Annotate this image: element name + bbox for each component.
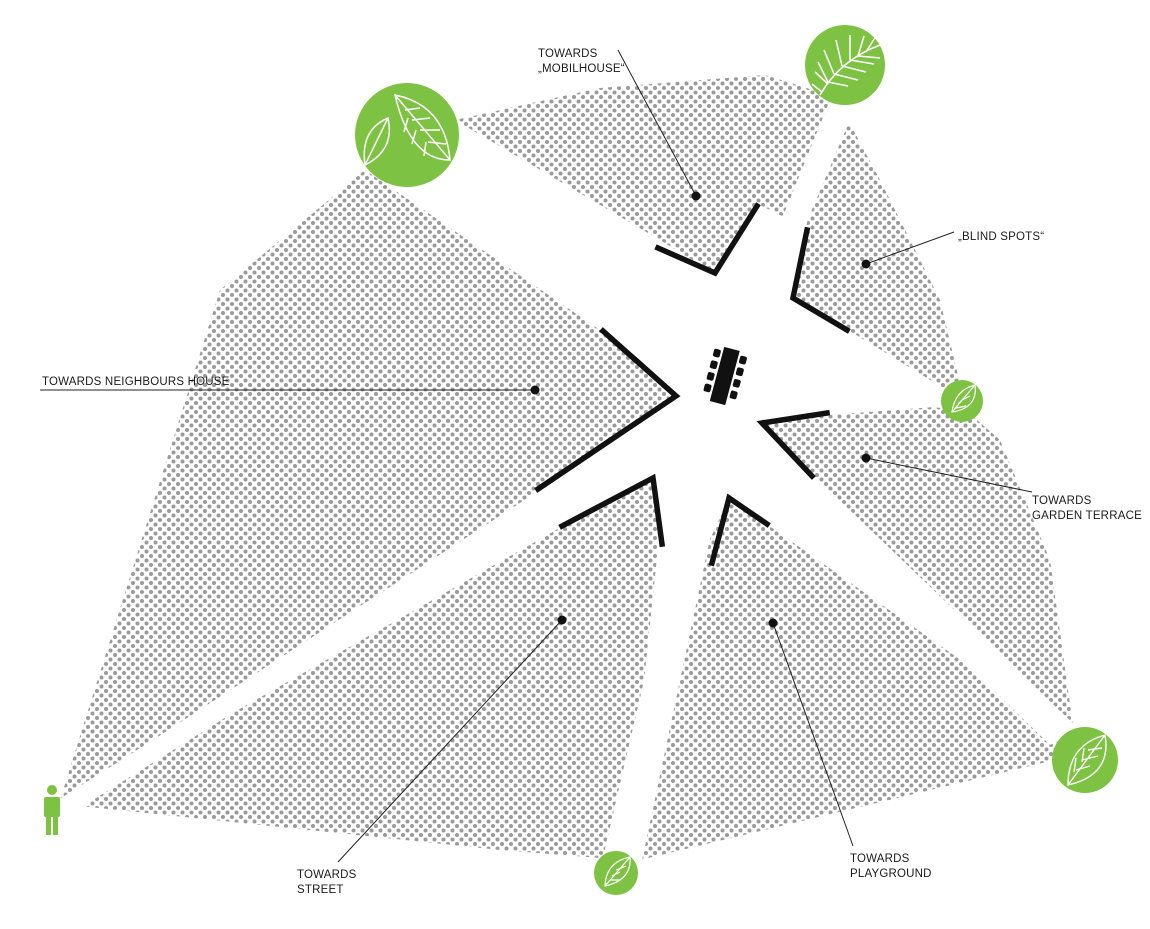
sightlines: [50, 100, 1080, 870]
label-line: STREET: [297, 884, 344, 896]
leaf-icon: [951, 384, 976, 413]
label-towards-playground: TOWARDS PLAYGROUND: [850, 852, 932, 882]
leader-garden: [865, 457, 1033, 493]
palm-leaf-icon: [811, 35, 881, 96]
wall-bottom-right: [708, 493, 771, 567]
label-towards-garden-terrace: TOWARDS GARDEN TERRACE: [1032, 494, 1142, 524]
leaf-icon: [1067, 734, 1107, 786]
leader-dots: [530, 191, 871, 628]
leader-street: [337, 619, 563, 863]
tree-small: [941, 380, 983, 422]
dining-table-icon: [703, 346, 747, 406]
label-blind-spots: „BLIND SPOTS“: [958, 230, 1044, 245]
leader-mobilhouse: [617, 49, 697, 197]
wall-top: [654, 202, 761, 277]
label-towards-street: TOWARDS STREET: [297, 868, 357, 898]
field-top: [455, 75, 845, 272]
tree-palm: [805, 25, 885, 105]
tree-large: [355, 83, 459, 187]
visibility-field: [60, 75, 1075, 860]
leaf-icon: [604, 856, 631, 887]
label-line: GARDEN TERRACE: [1032, 510, 1142, 522]
tree-bottom-right: [1052, 727, 1118, 793]
label-line: PLAYGROUND: [850, 868, 932, 880]
sightline-bottom-tree: [600, 418, 735, 870]
sightline-person: [50, 395, 720, 808]
walls: [534, 202, 851, 567]
field-bottom-left: [70, 475, 658, 860]
leader-lines: [40, 49, 1033, 863]
wall-bottom-left: [558, 473, 666, 548]
label-line: „MOBILHOUSE“: [538, 63, 625, 75]
wall-right-top: [789, 226, 851, 334]
label-towards-neighbours-house: TOWARDS NEIGHBOURS HOUSE: [42, 375, 230, 390]
leader-playground: [772, 622, 854, 847]
person-icon: [44, 785, 60, 835]
wall-right: [756, 409, 831, 480]
sightline-palm: [720, 100, 855, 380]
label-towards-mobilhouse: TOWARDS „MOBILHOUSE“: [538, 47, 625, 77]
label-line: „BLIND SPOTS“: [958, 231, 1045, 243]
leader-blind-spots: [865, 231, 955, 265]
sightline-small-tree: [735, 372, 965, 410]
sightline-bottom-right-tree: [725, 410, 1080, 745]
label-line: TOWARDS: [538, 48, 598, 60]
sightline-large-tree: [420, 160, 715, 395]
label-line: TOWARDS: [297, 869, 357, 881]
tree-bottom: [594, 851, 638, 895]
field-bottom-right: [640, 497, 1075, 860]
wall-left: [534, 327, 681, 493]
label-line: TOWARDS NEIGHBOURS HOUSE: [42, 376, 230, 388]
leaf-icon: [363, 94, 451, 167]
label-line: TOWARDS: [1032, 495, 1092, 507]
field-left: [60, 170, 678, 800]
label-line: TOWARDS: [850, 853, 910, 865]
